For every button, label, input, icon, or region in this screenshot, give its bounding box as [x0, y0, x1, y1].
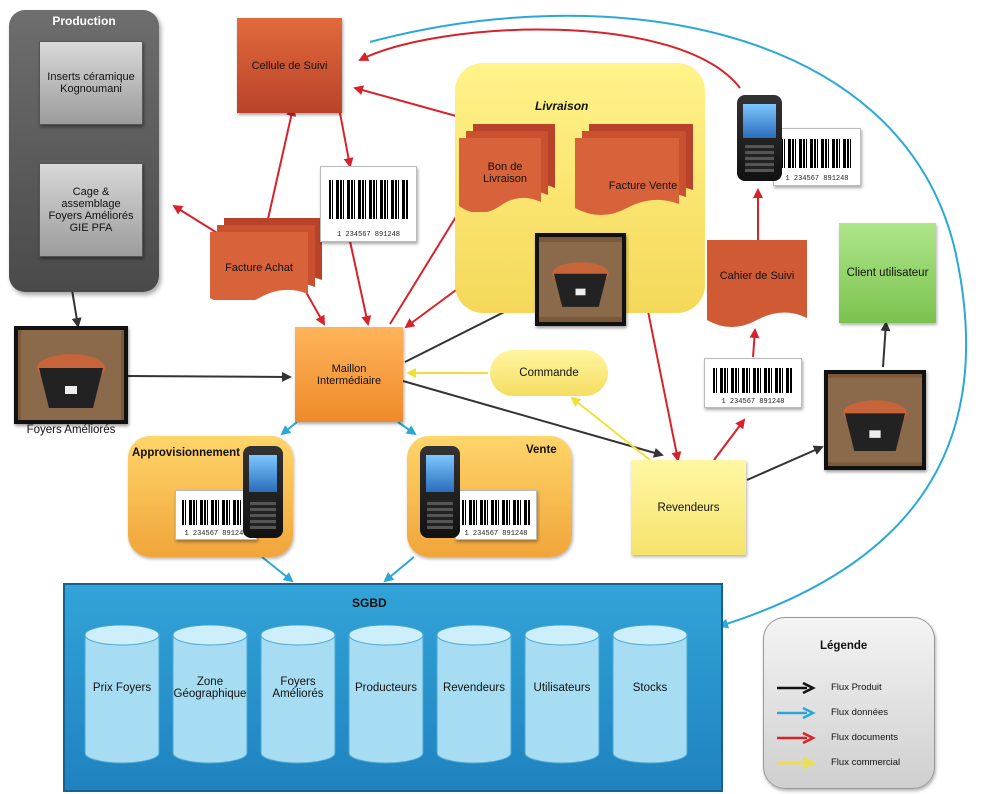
sgbd-table-label: Revendeurs — [442, 682, 505, 694]
scanner-device-approvisionnement — [243, 446, 283, 538]
sgbd-table-label: Prix Foyers — [92, 682, 152, 694]
barcode-number: 1 234567 891248 — [464, 529, 528, 538]
sgbd-table-0: Prix Foyers — [84, 624, 160, 765]
scanner-device-top-right — [737, 95, 782, 181]
legend-arrow-icon — [777, 756, 816, 769]
sgbd-table-2: Foyers Améliorés — [260, 624, 336, 765]
sgbd-table-3: Producteurs — [348, 624, 424, 765]
stove-icon — [828, 377, 922, 463]
barcode-number: 1 234567 891248 — [184, 529, 248, 538]
facture-vente-label: Facture Vente — [608, 180, 678, 192]
cahier-de-suivi-doc — [707, 240, 807, 327]
livraison-title: Livraison — [535, 99, 589, 113]
bon-de-livraison-label: Bon de Livraison — [482, 161, 528, 185]
cahier-de-suivi-label: Cahier de Suivi — [719, 270, 795, 282]
maillon-intermediaire-box: Maillon Intermédiaire — [295, 327, 403, 422]
approvisionnement-title: Approvisionnement — [132, 447, 240, 459]
legend-title: Légende — [820, 640, 868, 652]
barcode-label-top: 1 234567 891248 — [320, 166, 417, 242]
foyers-ameliores-label: Foyers Améliorés — [26, 424, 116, 436]
commercial-flow-arrows — [406, 368, 651, 461]
sgbd-title: SGBD — [352, 596, 387, 610]
legend-item: Flux documents — [775, 725, 925, 750]
barcode-label-top-right: 1 234567 891248 — [773, 128, 861, 186]
legend-item: Flux commercial — [775, 750, 925, 775]
revendeurs-box: Revendeurs — [631, 460, 746, 555]
cage-assemblage-box: Cage & assemblage Foyers Améliorés GIE P… — [39, 163, 143, 257]
scanner-device-vente — [420, 446, 460, 538]
legend-arrow-icon — [777, 681, 816, 694]
sgbd-table-1: Zone Géographique — [172, 624, 248, 765]
barcode-number: 1 234567 891248 — [336, 230, 400, 239]
barcode-label-vente: 1 234567 891248 — [455, 490, 537, 540]
facture-vente-doc — [575, 124, 693, 215]
database-icon — [612, 624, 688, 764]
client-utilisateur-label: Client utilisateur — [846, 267, 929, 279]
legend-item: Flux Produit — [775, 675, 925, 700]
maillon-intermediaire-label: Maillon Intermédiaire — [316, 362, 382, 387]
production-title: Production — [52, 14, 116, 28]
commande-box: Commande — [490, 350, 608, 396]
client-utilisateur-box: Client utilisateur — [839, 223, 936, 323]
legend-item-label: Flux données — [831, 707, 889, 718]
revendeurs-label: Revendeurs — [657, 501, 720, 514]
cellule-de-suivi-box: Cellule de Suivi — [237, 18, 342, 113]
database-icon — [524, 624, 600, 764]
foyer-photo-livraison — [535, 233, 626, 326]
inserts-ceramique-label: Inserts céramique Kognoumani — [47, 71, 135, 95]
legend-item-label: Flux documents — [831, 732, 899, 743]
database-icon — [84, 624, 160, 764]
legend-panel — [763, 617, 935, 789]
sgbd-table-4: Revendeurs — [436, 624, 512, 765]
cellule-de-suivi-label: Cellule de Suivi — [251, 59, 328, 72]
sgbd-table-row: Prix Foyers Zone Géographique Foyers Améli… — [84, 624, 724, 765]
sgbd-table-label: Foyers Améliorés — [272, 676, 324, 700]
facture-achat-doc — [210, 218, 322, 300]
stove-icon — [539, 242, 622, 317]
sgbd-table-label: Utilisateurs — [533, 682, 591, 694]
stove-icon — [21, 330, 121, 420]
foyer-photo-left — [14, 326, 128, 424]
vente-title: Vente — [526, 444, 557, 456]
legend-item-label: Flux commercial — [831, 757, 901, 768]
barcode-number: 1 234567 891248 — [721, 397, 785, 406]
legend-item: Flux données — [775, 700, 925, 725]
barcode-number: 1 234567 891248 — [785, 175, 849, 184]
foyer-photo-right — [824, 370, 926, 470]
commande-label: Commande — [519, 367, 579, 379]
sgbd-table-label: Stocks — [632, 682, 668, 694]
legend-item-label: Flux Produit — [831, 682, 882, 693]
database-icon — [260, 624, 336, 764]
sgbd-table-5: Utilisateurs — [524, 624, 600, 765]
data-flow-arrows — [261, 14, 968, 629]
bon-de-livraison-doc — [459, 124, 555, 212]
facture-achat-label: Facture Achat — [225, 262, 293, 274]
barcode-label-middle: 1 234567 891248 — [704, 358, 802, 408]
sgbd-table-label: Zone Géographique — [173, 676, 247, 700]
sgbd-table-6: Stocks — [612, 624, 688, 765]
sgbd-table-label: Producteurs — [354, 682, 417, 694]
legend-arrow-icon — [777, 706, 816, 719]
database-icon — [436, 624, 512, 764]
database-icon — [348, 624, 424, 764]
cage-assemblage-label: Cage & assemblage Foyers Améliorés GIE P… — [48, 186, 134, 234]
inserts-ceramique-box: Inserts céramique Kognoumani — [39, 41, 143, 125]
legend-arrow-icon — [777, 731, 816, 744]
database-icon — [172, 624, 248, 764]
